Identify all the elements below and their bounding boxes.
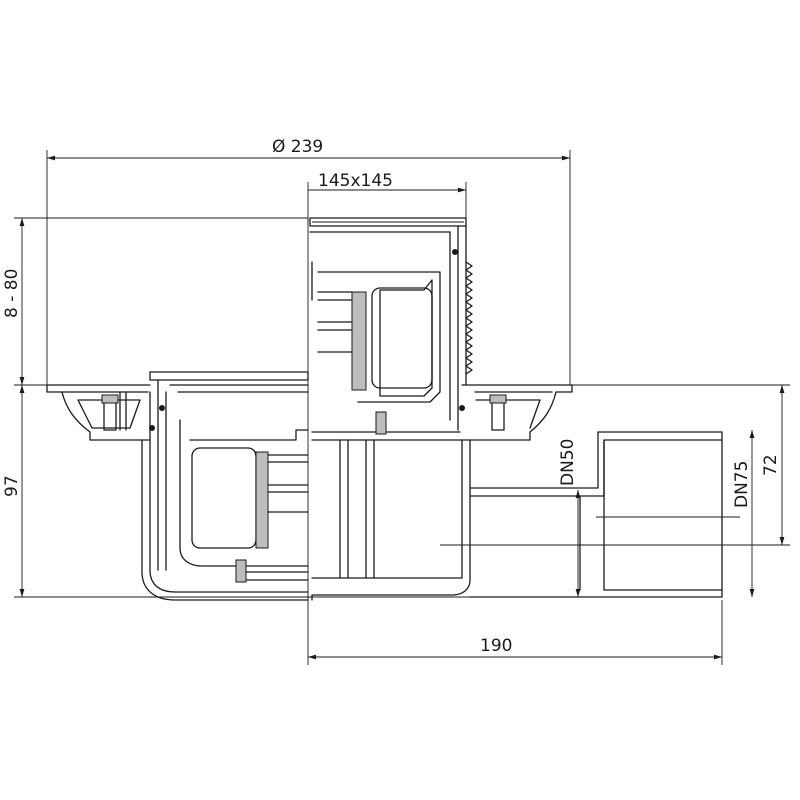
- length-outlet-label: 190: [480, 636, 512, 656]
- dimension-labels: Ø 239 145x145 8 - 80 97 72 190 DN50 DN75: [2, 137, 781, 656]
- grate-size-label: 145x145: [318, 171, 393, 191]
- outlet-dn50-label: DN50: [558, 439, 578, 486]
- drain-body-right-half: [309, 217, 723, 601]
- drain-body-left-half: [46, 371, 309, 601]
- dimension-lines: [14, 150, 790, 665]
- outlet-dn75-label: DN75: [732, 461, 752, 508]
- height-adjust-label: 8 - 80: [2, 269, 22, 318]
- height-outlet-label: 72: [761, 454, 781, 476]
- height-total-label: 97: [2, 475, 22, 497]
- diameter-label: Ø 239: [272, 137, 323, 157]
